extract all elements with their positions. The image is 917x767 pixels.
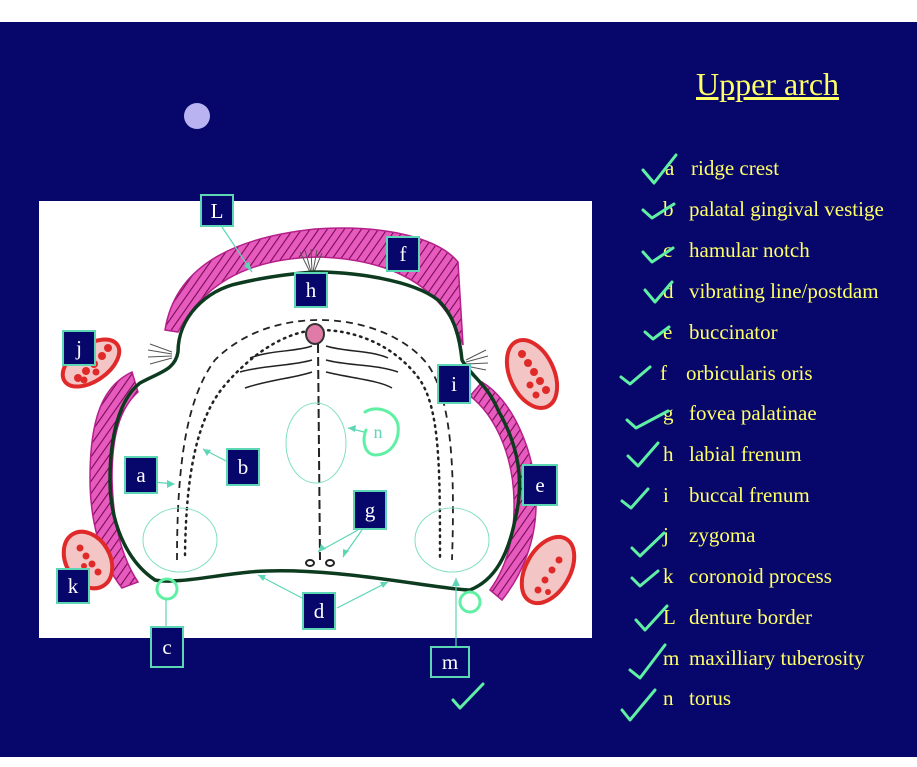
labial-frenum-tuft xyxy=(299,248,323,273)
zygoma-dots xyxy=(74,344,112,384)
fovea-palatinae-right xyxy=(325,559,335,567)
torus-outline xyxy=(285,402,347,484)
label-i: i xyxy=(437,364,471,404)
midline-suture xyxy=(317,343,321,561)
buccinator-band-right xyxy=(468,381,537,602)
ridge-crest-line xyxy=(176,319,454,561)
denture-border-outline xyxy=(108,270,522,592)
palatal-gingival-vestige-line xyxy=(183,328,442,562)
bullet-dot xyxy=(184,103,210,129)
slide-title: Upper arch xyxy=(696,66,840,102)
palatal-rugae xyxy=(239,345,399,389)
label-e: e xyxy=(522,464,558,506)
label-c: c xyxy=(150,626,184,668)
label-n: n xyxy=(373,422,383,442)
label-d: d xyxy=(302,592,336,630)
label-b: b xyxy=(226,448,260,486)
arrow-heads xyxy=(167,262,460,588)
label-m: m xyxy=(430,646,470,678)
legend-checkmarks xyxy=(619,153,678,722)
label-a: a xyxy=(124,456,158,494)
tuberosity-outline-right xyxy=(414,507,490,573)
zygoma-dots-right xyxy=(518,350,550,399)
fovea-palatinae-left xyxy=(305,559,315,567)
coronoid-dots-left xyxy=(76,544,102,576)
label-f: f xyxy=(386,236,420,272)
label-l: L xyxy=(200,194,234,227)
label-j: j xyxy=(62,330,96,366)
coronoid-dots-right xyxy=(534,556,563,595)
label-h: h xyxy=(294,272,328,308)
label-g: g xyxy=(353,490,387,530)
coronoid-process-right xyxy=(519,534,577,606)
label-k: k xyxy=(56,568,90,604)
buccal-frenum-tuft-left xyxy=(147,343,173,365)
incisive-papilla xyxy=(305,323,325,345)
tuberosity-outline-left xyxy=(142,507,218,573)
green-annotations xyxy=(155,407,485,710)
